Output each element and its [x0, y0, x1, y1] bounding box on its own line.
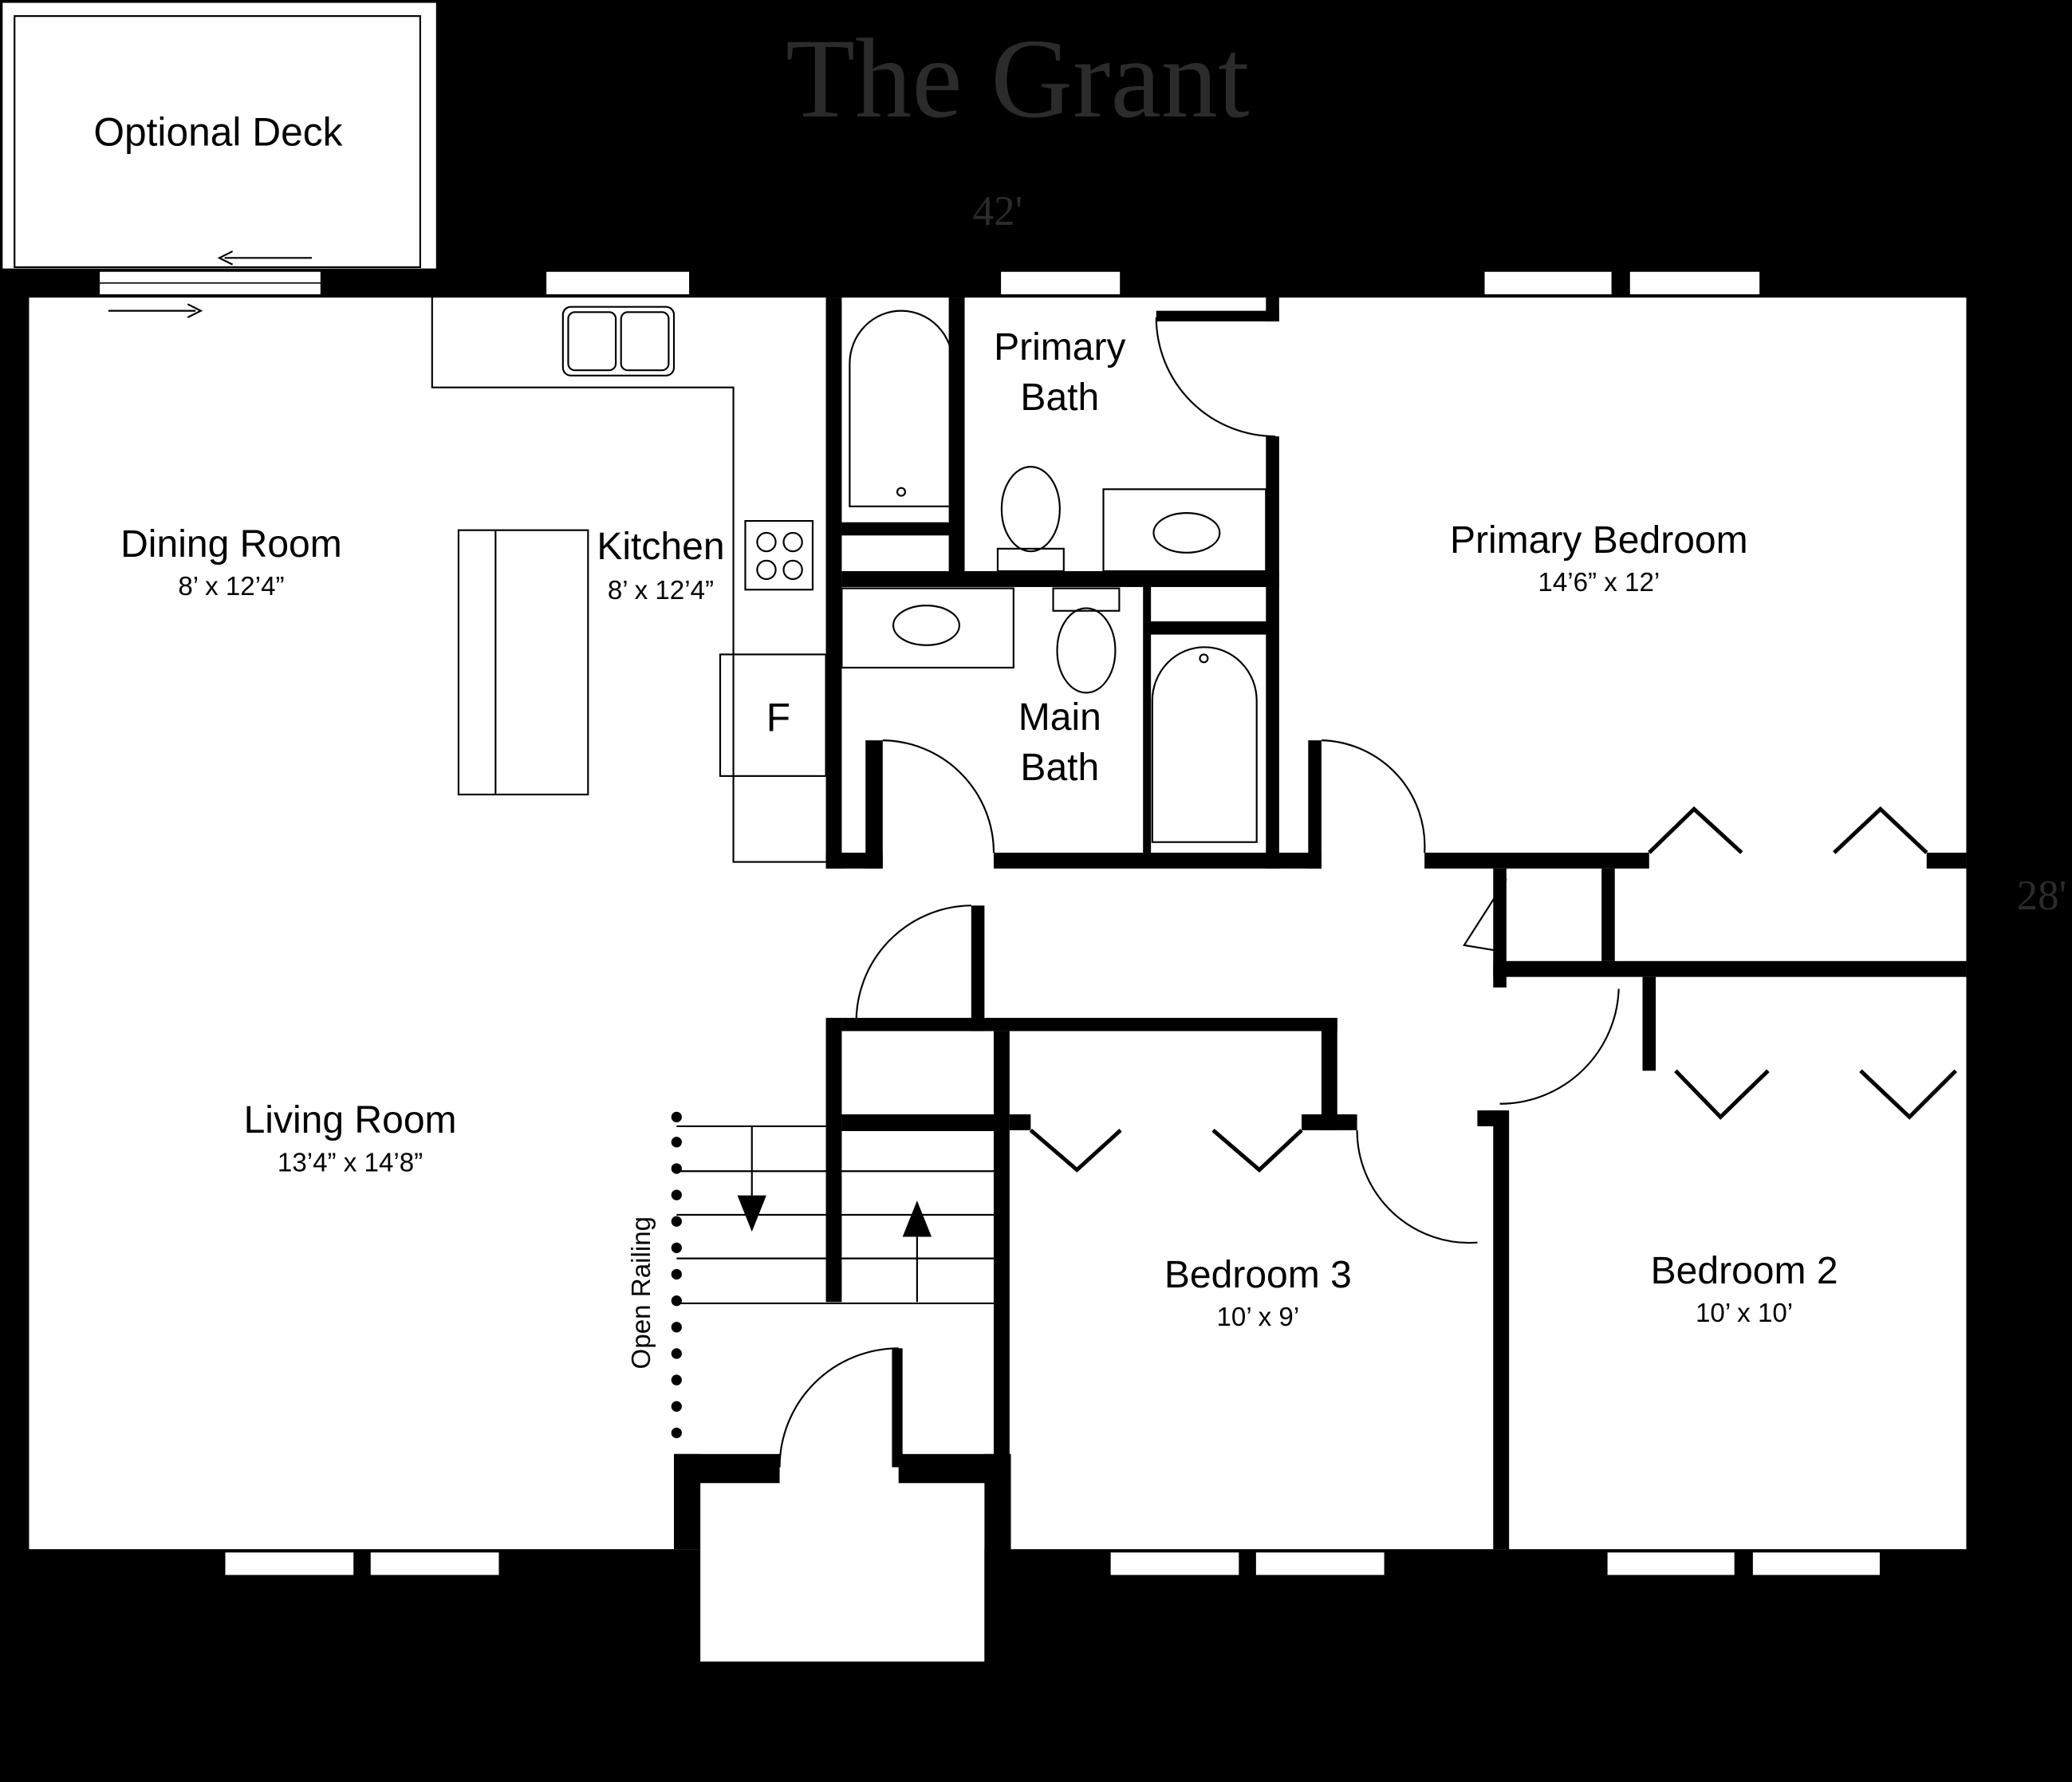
vanity-icon: [1102, 488, 1267, 573]
kitchen-size: 8’ x 12’4”: [608, 576, 714, 605]
arrow-left-icon: [217, 250, 313, 266]
main-bath-label-1: Main: [1018, 696, 1101, 739]
primary-bath-label-1: Primary: [994, 326, 1125, 369]
interior-walls: [674, 298, 1967, 1662]
depth-dimension: 28': [2017, 873, 2067, 919]
plan-title: The Grant: [786, 15, 1250, 141]
dining-room-label: Dining Room: [120, 523, 342, 566]
door-swings: [778, 317, 1957, 1468]
arrow-down-icon: [737, 1126, 766, 1232]
living-room-label: Living Room: [244, 1099, 457, 1141]
fridge-icon: [719, 653, 827, 777]
bedroom-2-size: 10’ x 10’: [1696, 1299, 1793, 1328]
dining-room-size: 8’ x 12’4”: [178, 572, 284, 601]
toilet-icon: [1052, 587, 1121, 612]
sink-icon: [561, 306, 676, 377]
bathtub-icon: [1151, 646, 1258, 843]
kitchen-label: Kitchen: [597, 526, 724, 568]
stove-icon: [744, 519, 814, 591]
arrow-right-icon: [108, 303, 203, 318]
bedroom-2-label: Bedroom 2: [1651, 1250, 1838, 1292]
railing-label: Open Railing: [627, 1216, 656, 1370]
windows: [98, 250, 1881, 1577]
bedroom-3-size: 10’ x 9’: [1216, 1303, 1299, 1332]
open-railing: [671, 1111, 682, 1438]
width-dimension: 42': [973, 188, 1023, 235]
vanity-icon: [841, 587, 1014, 669]
bathtub-icon: [849, 309, 954, 507]
kitchen-fixtures: [431, 298, 827, 863]
main-bath-label-2: Bath: [1020, 747, 1099, 789]
primary-bedroom-size: 14’6” x 12’: [1538, 568, 1660, 597]
bath-fixtures: [841, 309, 1267, 843]
arrow-up-icon: [902, 1200, 932, 1303]
front-porch: [700, 1483, 985, 1662]
kitchen-island: [457, 529, 589, 796]
fridge-label: F: [766, 696, 790, 740]
toilet-icon: [996, 547, 1065, 573]
bedroom-3-label: Bedroom 3: [1164, 1254, 1352, 1296]
living-room-size: 13’4” x 14’8”: [278, 1148, 423, 1177]
primary-bedroom-label: Primary Bedroom: [1450, 519, 1748, 562]
deck-label: Optional Deck: [93, 110, 342, 155]
stairs: [676, 1125, 994, 1305]
primary-bath-label-2: Bath: [1020, 377, 1099, 419]
optional-deck: Optional Deck: [2, 2, 436, 269]
